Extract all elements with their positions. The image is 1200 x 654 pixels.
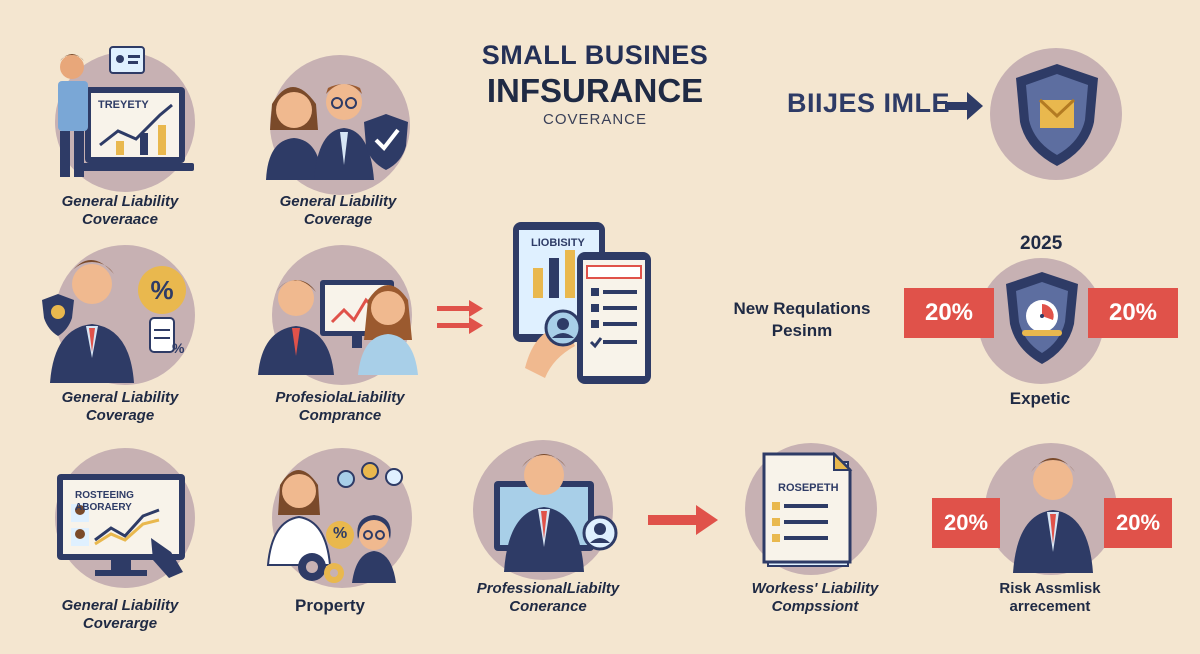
shield-clock-icon bbox=[1006, 272, 1078, 364]
tile-r1c1-caption-line2: Coveraace bbox=[82, 211, 158, 228]
tile-r1c2-caption-line1: General Liability bbox=[279, 193, 397, 210]
regulations-title: New Requlations Pesinm bbox=[712, 298, 892, 342]
tile-r2c1-caption-line2: Coverage bbox=[85, 407, 155, 424]
tile-r2c1-caption: General Liability Coverage bbox=[40, 389, 200, 425]
tile-r3c5-badge-left: 20% bbox=[932, 498, 1000, 548]
tile-r3c1-caption-line2: Coverarge bbox=[82, 615, 158, 632]
regulations-title-line2: Pesinm bbox=[771, 321, 833, 340]
businessman-profile-illustration bbox=[494, 454, 618, 572]
two-people-monitor-illustration bbox=[258, 280, 418, 375]
arrow-right-red-icon bbox=[648, 505, 718, 535]
svg-text:%: % bbox=[150, 275, 173, 305]
tile-r1c1-screen-text: TREYETY bbox=[98, 99, 149, 111]
tile-r3c5-badge-right: 20% bbox=[1104, 498, 1172, 548]
tile-r1c2-caption: General Liability Coverage bbox=[258, 193, 418, 229]
tile-r2c1-caption-line1: General Liability bbox=[61, 389, 179, 406]
regulations-caption: Expetic bbox=[1009, 389, 1071, 408]
tile-r2c2-caption-line1: ProfesiolaLiability bbox=[275, 389, 405, 406]
tile-r3c5-caption-line2: arrecement bbox=[1009, 598, 1091, 615]
tile-r3c3-caption-line2: Conerance bbox=[509, 598, 587, 615]
tile-r3c5-caption-line1: Risk Assmlisk bbox=[999, 580, 1101, 597]
tile-r1c1-caption: General Liability Coveraace bbox=[40, 193, 200, 229]
regulations-badge-left: 20% bbox=[904, 288, 994, 338]
tile-r3c4-caption-line2: Compssiont bbox=[771, 598, 859, 615]
tile-r3c4-caption: Workess' Liability Compssiont bbox=[735, 580, 895, 616]
presenter-chart-illustration bbox=[58, 46, 194, 177]
tile-r3c4-doc-title: ROSEPETH bbox=[778, 482, 839, 494]
title-line-2: INFSURANCE bbox=[486, 72, 704, 109]
two-people-shield-illustration bbox=[266, 84, 408, 180]
tile-r3c5-caption: Risk Assmlisk arrecement bbox=[970, 580, 1130, 616]
tile-r3c3-caption: ProfessionalLiabilty Conerance bbox=[463, 580, 633, 616]
right-banner: BIIJES IMLE bbox=[787, 88, 987, 124]
presentation-screen-illustration bbox=[57, 474, 185, 578]
team-gears-illustration bbox=[266, 462, 403, 583]
tile-r2c2-caption: ProfesiolaLiability Comprance bbox=[260, 389, 420, 425]
shield-mail-icon bbox=[1016, 64, 1098, 166]
tile-r3c4-caption-line1: Workess' Liability bbox=[751, 580, 879, 597]
right-banner-text: BIIJES IMLE bbox=[787, 88, 951, 118]
tile-r2c2-caption-line2: Comprance bbox=[298, 407, 382, 424]
regulations-badge-right: 20% bbox=[1088, 288, 1178, 338]
regulations-year: 2025 bbox=[1020, 233, 1063, 254]
tile-r3c3-caption-line1: ProfessionalLiabilty bbox=[476, 580, 620, 597]
regulations-title-line1: New Requlations bbox=[733, 299, 871, 318]
tile-r3c1-caption: General Liability Coverarge bbox=[40, 597, 200, 633]
arrow-right-icon bbox=[945, 92, 983, 120]
tile-r3c2-caption: Property bbox=[295, 596, 365, 615]
tile-r3c1-screen-text: ROSTEEING ABORAERY bbox=[75, 490, 134, 514]
tablet-checklist-illustration bbox=[513, 222, 651, 384]
double-arrow-right-icon bbox=[437, 300, 483, 334]
tile-r1c2-caption-line2: Coverage bbox=[303, 211, 373, 228]
title-line-3: COVERANCE bbox=[542, 111, 648, 128]
tile-r1c1-caption-line1: General Liability bbox=[61, 193, 179, 210]
document-checklist-illustration bbox=[762, 451, 853, 567]
tile-r3c2-percent: % bbox=[333, 525, 348, 542]
tile-r2c1-percent-small: % bbox=[172, 340, 185, 356]
tile-r3c1-screen-line2: ABORAERY bbox=[75, 502, 132, 513]
tile-r3c1-caption-line1: General Liability bbox=[61, 597, 179, 614]
businessman-illustration bbox=[1013, 458, 1093, 573]
title-line-1: SMALL BUSINES bbox=[481, 40, 709, 70]
tile-r3c1-screen-line1: ROSTEEING bbox=[75, 490, 134, 501]
tile-r2c3-tablet-text: LIOBISITY bbox=[531, 237, 585, 249]
businessman-percent-illustration: % bbox=[42, 260, 186, 383]
